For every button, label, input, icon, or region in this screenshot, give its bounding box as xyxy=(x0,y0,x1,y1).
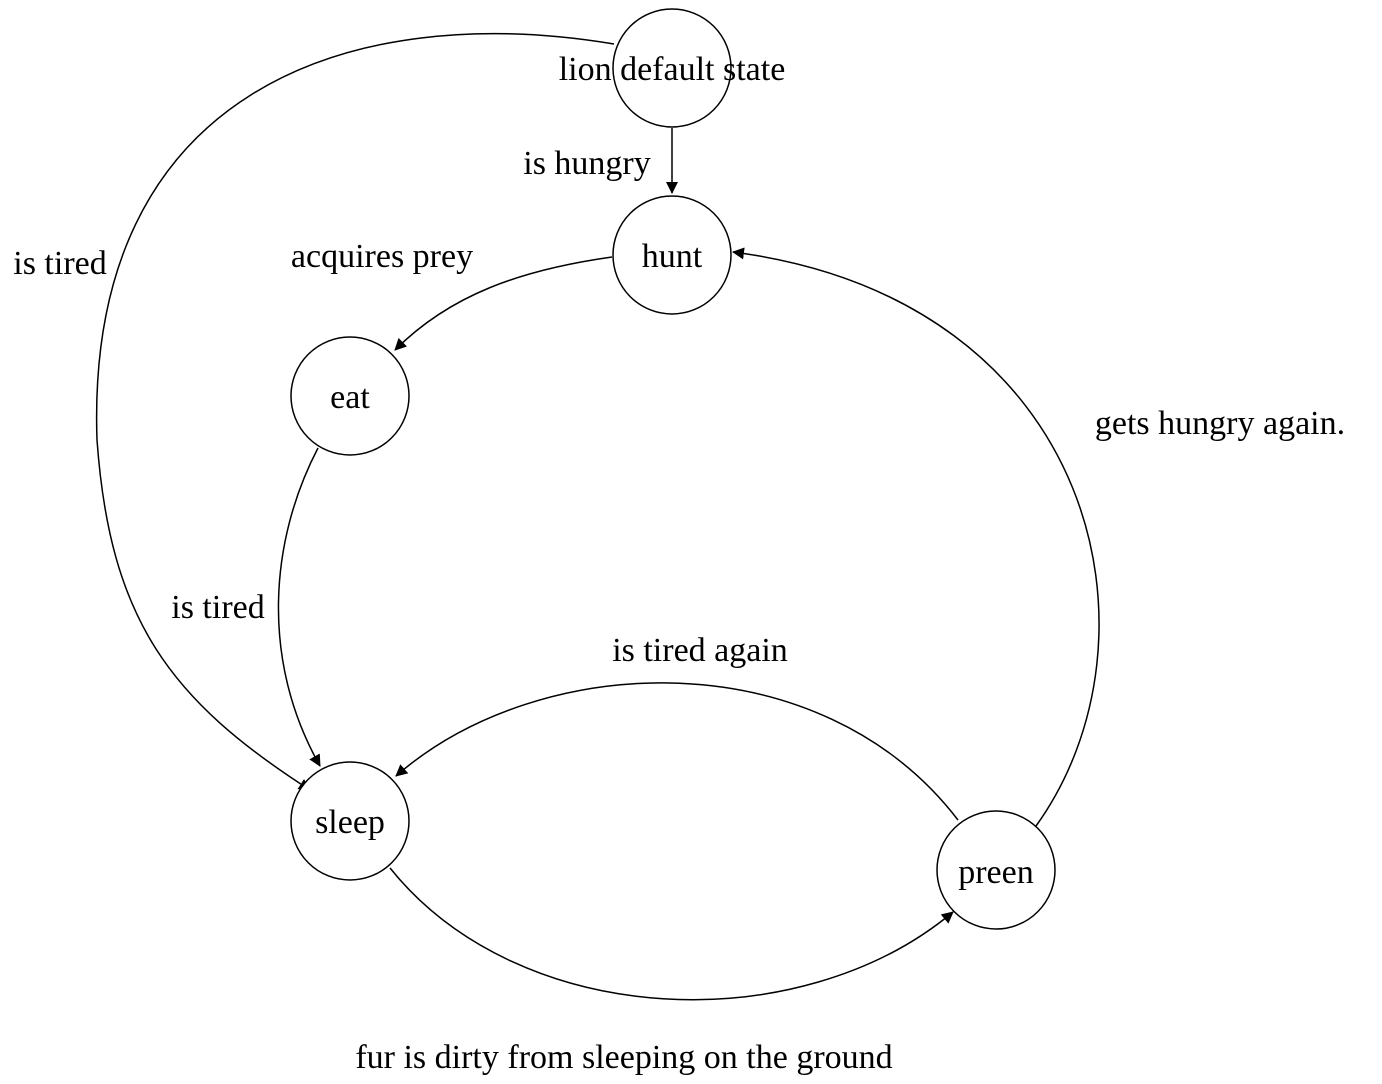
node-sleep-label: sleep xyxy=(315,804,385,841)
edge-sleep-to-preen xyxy=(389,867,954,1001)
node-eat-circle xyxy=(290,336,410,456)
node-hunt-label: hunt xyxy=(642,238,703,275)
node-preen-label: preen xyxy=(958,854,1034,891)
edge-label-gets-hungry-again: gets hungry again. xyxy=(1095,405,1345,442)
node-preen-circle xyxy=(936,810,1056,930)
edge-label-is-hungry: is hungry xyxy=(523,145,651,182)
node-hunt-circle xyxy=(612,195,732,315)
edge-label-fur-is-dirty: fur is dirty from sleeping on the ground xyxy=(355,1039,892,1076)
edge-label-is-tired-inner: is tired xyxy=(171,589,264,626)
edge-preen-to-hunt xyxy=(732,247,1100,827)
edge-preen-to-sleep xyxy=(395,682,959,821)
edge-label-is-tired-again: is tired again xyxy=(612,632,788,669)
node-sleep-circle xyxy=(290,761,410,881)
node-default-circle xyxy=(612,8,732,128)
edge-hunt-to-eat xyxy=(394,256,613,351)
edge-label-is-tired-outer: is tired xyxy=(13,245,106,282)
edge-label-acquires-prey: acquires prey xyxy=(291,238,473,275)
node-default-label: lion default state xyxy=(559,51,786,88)
edge-eat-to-sleep xyxy=(277,447,321,767)
node-eat-label: eat xyxy=(330,379,370,416)
edge-default-to-sleep xyxy=(95,33,615,791)
